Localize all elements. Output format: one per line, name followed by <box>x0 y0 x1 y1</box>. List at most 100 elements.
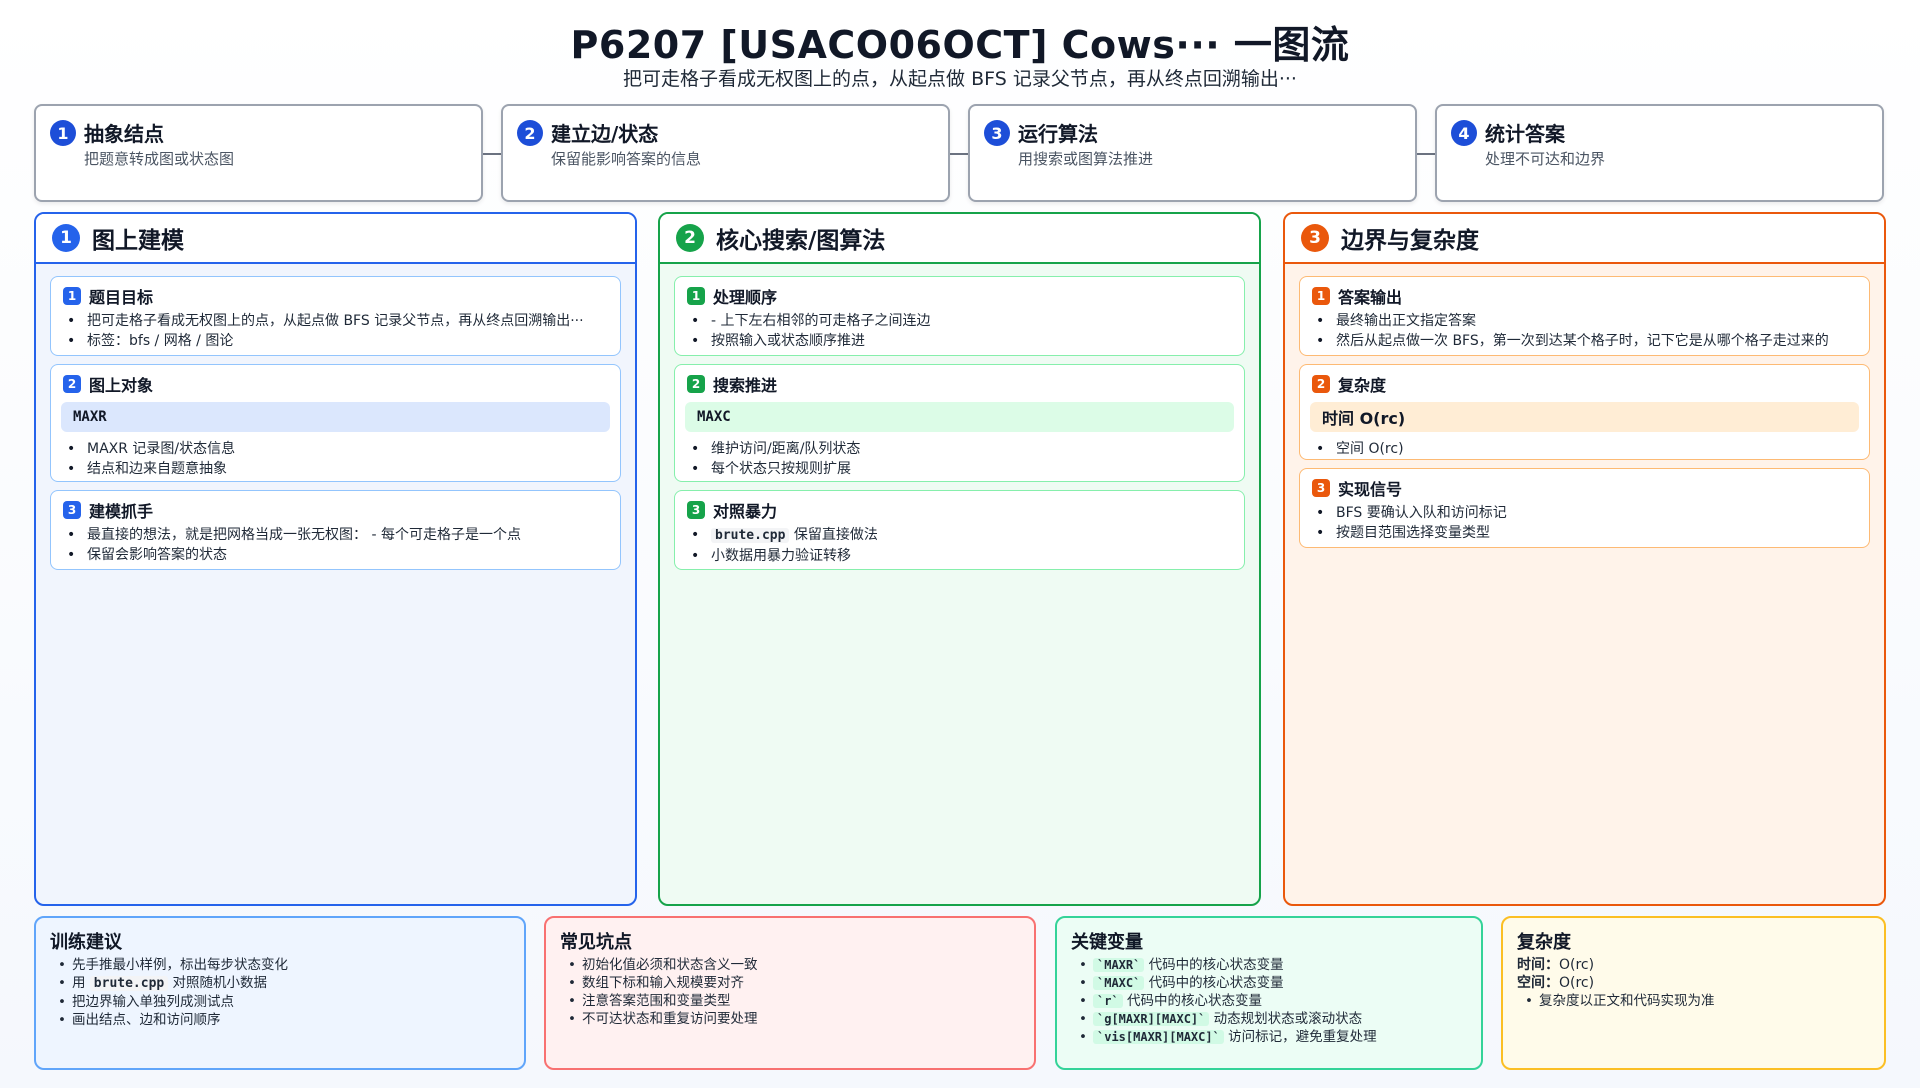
panel-title: 复杂度 <box>1517 932 1571 953</box>
output-box: 1 答案输出 最终输出正文指定答案 然后从起点做一次 BFS，第一次到达某个格子时… <box>1299 276 1870 356</box>
inline-code: `MAXR` <box>1093 958 1145 972</box>
list-item: 按照输入或状态顺序推进 <box>689 331 1232 351</box>
panel-title: 训练建议 <box>50 932 122 953</box>
training-panel: 训练建议 先手推最小样例，标出每步状态变化 用 brute.cpp 对照随机小数… <box>34 916 526 1070</box>
box-number: 2 <box>1312 375 1330 393</box>
list-item: - 上下左右相邻的可走格子之间连边 <box>689 311 1232 331</box>
pitfalls-panel: 常见坑点 初始化值必须和状态含义一致 数组下标和输入规模要对齐 注意答案范围和变… <box>544 916 1036 1070</box>
list-item: 注意答案范围和变量类型 <box>568 992 1020 1010</box>
list-item: 先手推最小样例，标出每步状态变化 <box>58 956 510 974</box>
list-item: 把边界输入单独列成测试点 <box>58 993 510 1011</box>
list-item: 把可走格子看成无权图上的点，从起点做 BFS 记录父节点，再从终点回溯输出··· <box>65 311 608 331</box>
box-number: 2 <box>687 375 705 393</box>
step-card-3: 3 运行算法 用搜索或图算法推进 <box>968 104 1417 202</box>
step-desc: 用搜索或图算法推进 <box>1018 150 1154 168</box>
column-header: 3 边界与复杂度 <box>1285 214 1884 264</box>
step-title: 统计答案 <box>1485 122 1565 146</box>
box-title: 实现信号 <box>1338 480 1403 499</box>
inline-code: brute.cpp <box>89 976 169 991</box>
space-complexity: 空间：O(rc) <box>1517 974 1870 992</box>
list-item: 用 brute.cpp 对照随机小数据 <box>58 974 510 993</box>
box-title: 题目目标 <box>89 288 154 307</box>
list-item-text: 用 <box>72 975 90 991</box>
list-item: `g[MAXR][MAXC]` 动态规划状态或滚动状态 <box>1079 1010 1467 1028</box>
box-title: 建模抓手 <box>89 502 154 521</box>
inline-code: `g[MAXR][MAXC]` <box>1093 1012 1210 1026</box>
list-item: 最终输出正文指定答案 <box>1314 311 1857 331</box>
inline-code: `vis[MAXR][MAXC]` <box>1093 1030 1224 1044</box>
step-title: 抽象结点 <box>84 122 164 146</box>
list-item-text: 保留直接做法 <box>789 527 878 543</box>
step-title: 建立边/状态 <box>551 122 659 146</box>
step-desc: 把题意转成图或状态图 <box>84 150 235 168</box>
variables-panel: 关键变量 `MAXR` 代码中的核心状态变量 `MAXC` 代码中的核心状态变量… <box>1055 916 1483 1070</box>
column-number: 2 <box>676 224 704 252</box>
list-item: 维护访问/距离/队列状态 <box>689 439 1232 459</box>
space-value: O(rc) <box>1559 975 1595 991</box>
inline-code: brute.cpp <box>711 528 790 543</box>
list-item: 保留会影响答案的状态 <box>65 545 608 565</box>
list-item-text: 对照随机小数据 <box>168 975 268 991</box>
advance-box: 2 搜索推进 MAXC 维护访问/距离/队列状态 每个状态只按规则扩展 <box>674 364 1245 482</box>
list-item: 画出结点、边和访问顺序 <box>58 1011 510 1029</box>
box-title: 对照暴力 <box>713 502 778 521</box>
list-item-text: 访问标记，避免重复处理 <box>1223 1029 1377 1045</box>
list-item: 然后从起点做一次 BFS，第一次到达某个格子时，记下它是从哪个格子走过来的 <box>1314 331 1857 351</box>
page-subtitle: 把可走格子看成无权图上的点，从起点做 BFS 记录父节点，再从终点回溯输出··· <box>623 68 1297 90</box>
list-item: `MAXC` 代码中的核心状态变量 <box>1079 974 1467 992</box>
list-item: 结点和边来自题意抽象 <box>65 459 608 479</box>
step-number: 1 <box>50 120 76 146</box>
step-card-2: 2 建立边/状态 保留能影响答案的信息 <box>501 104 950 202</box>
box-number: 2 <box>63 375 81 393</box>
step-desc: 处理不可达和边界 <box>1485 150 1606 168</box>
list-item: 复杂度以正文和代码实现为准 <box>1525 992 1870 1010</box>
list-item: 标签：bfs / 网格 / 图论 <box>65 331 608 351</box>
complexity-panel: 复杂度 时间：O(rc) 空间：O(rc) 复杂度以正文和代码实现为准 <box>1501 916 1886 1070</box>
box-title: 搜索推进 <box>713 376 778 395</box>
step-connector <box>483 153 501 155</box>
time-label: 时间： <box>1517 957 1559 973</box>
box-number: 3 <box>63 501 81 519</box>
list-item: `MAXR` 代码中的核心状态变量 <box>1079 956 1467 974</box>
box-number: 1 <box>687 287 705 305</box>
panel-title: 关键变量 <box>1071 932 1143 953</box>
box-title: 答案输出 <box>1338 288 1403 307</box>
step-connector <box>1417 153 1435 155</box>
bounds-column: 3 边界与复杂度 1 答案输出 最终输出正文指定答案 然后从起点做一次 BFS，第… <box>1283 212 1886 906</box>
column-header: 1 图上建模 <box>36 214 635 264</box>
panel-title: 常见坑点 <box>560 932 632 953</box>
list-item: 小数据用暴力验证转移 <box>689 546 1232 566</box>
steps-row: 1 抽象结点 把题意转成图或状态图 2 建立边/状态 保留能影响答案的信息 3 … <box>34 104 1886 202</box>
list-item-text: 代码中的核心状态变量 <box>1144 957 1284 973</box>
space-label: 空间： <box>1517 975 1559 991</box>
list-item: 最直接的想法，就是把网格当成一张无权图： - 每个可走格子是一个点 <box>65 525 608 545</box>
code-bar: MAXR <box>61 402 610 432</box>
step-connector <box>950 153 968 155</box>
inline-code: `r` <box>1093 994 1123 1008</box>
column-header: 2 核心搜索/图算法 <box>660 214 1259 264</box>
box-title: 图上对象 <box>89 376 154 395</box>
list-item-text: 代码中的核心状态变量 <box>1144 975 1284 991</box>
step-number: 2 <box>517 120 543 146</box>
column-title: 核心搜索/图算法 <box>716 228 886 254</box>
objects-box: 2 图上对象 MAXR MAXR 记录图/状态信息 结点和边来自题意抽象 <box>50 364 621 482</box>
list-item: 初始化值必须和状态含义一致 <box>568 956 1020 974</box>
list-item: 每个状态只按规则扩展 <box>689 459 1232 479</box>
box-number: 3 <box>1312 479 1330 497</box>
list-item: `vis[MAXR][MAXC]` 访问标记，避免重复处理 <box>1079 1028 1467 1046</box>
list-item: `r` 代码中的核心状态变量 <box>1079 992 1467 1010</box>
order-box: 1 处理顺序 - 上下左右相邻的可走格子之间连边 按照输入或状态顺序推进 <box>674 276 1245 356</box>
step-number: 3 <box>984 120 1010 146</box>
step-card-1: 1 抽象结点 把题意转成图或状态图 <box>34 104 483 202</box>
step-number: 4 <box>1451 120 1477 146</box>
box-title: 处理顺序 <box>713 288 778 307</box>
step-desc: 保留能影响答案的信息 <box>551 150 702 168</box>
list-item: MAXR 记录图/状态信息 <box>65 439 608 459</box>
code-bar: MAXC <box>685 402 1234 432</box>
box-number: 1 <box>1312 287 1330 305</box>
